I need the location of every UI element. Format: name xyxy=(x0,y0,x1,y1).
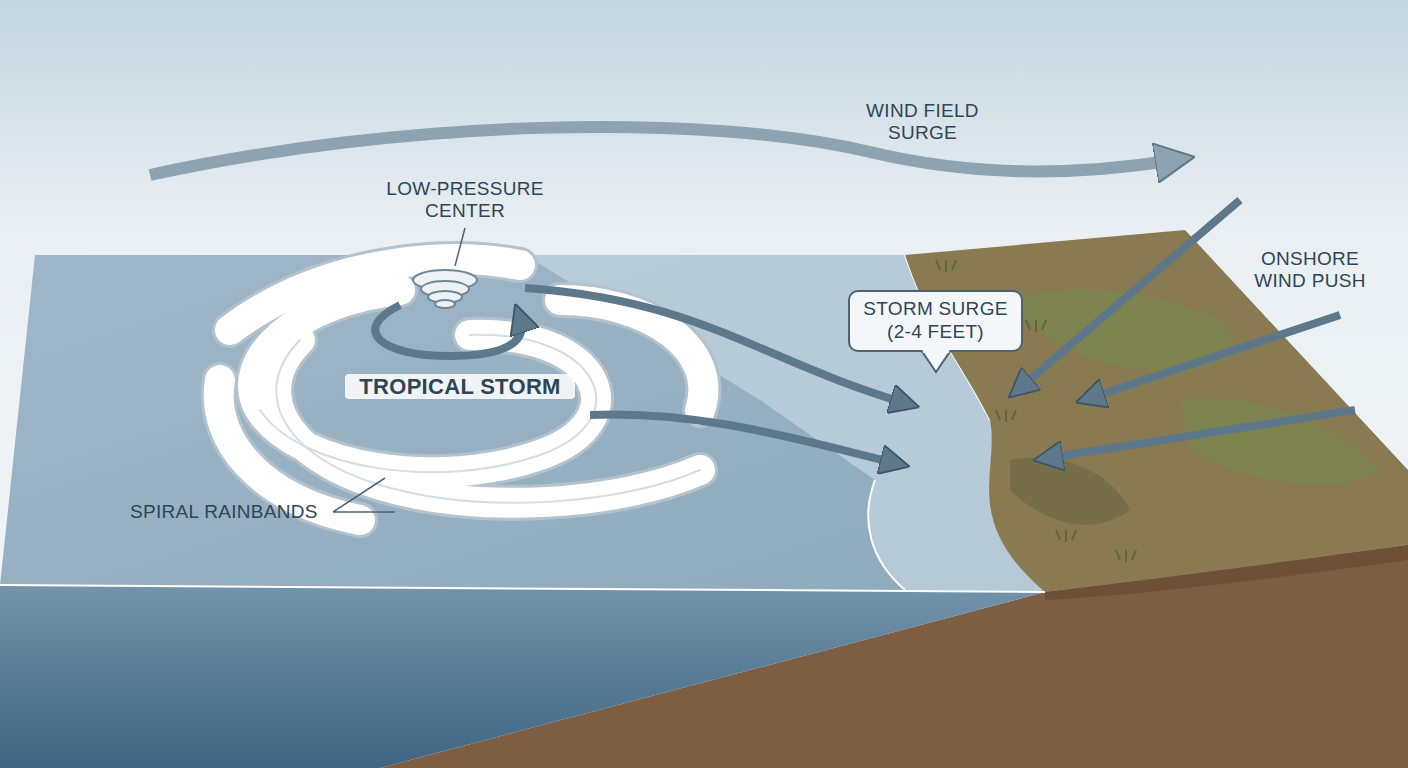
wind-label: WIND FIELD SURGE xyxy=(850,100,995,144)
storm-label: TROPICAL STORM xyxy=(345,374,575,399)
callout-box: STORM SURGE (2-4 FEET) xyxy=(848,290,1023,352)
center-label: LOW-PRESSURE CENTER xyxy=(370,178,560,222)
onshore-label: ONSHORE WIND PUSH xyxy=(1240,248,1380,292)
callout-text: STORM SURGE (2-4 FEET) xyxy=(862,298,1009,344)
rainband-label: SPIRAL RAINBANDS xyxy=(130,501,330,523)
callout-tail xyxy=(921,350,951,374)
